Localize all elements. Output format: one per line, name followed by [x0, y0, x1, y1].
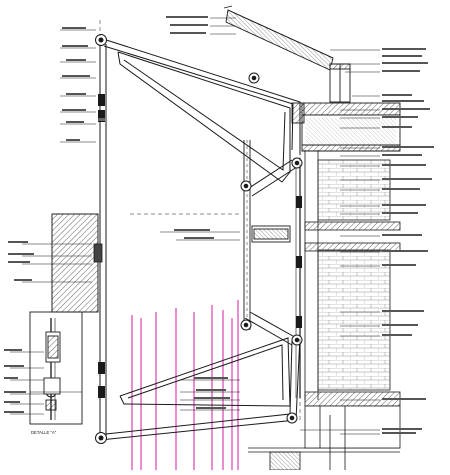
ground-structure: [248, 405, 401, 471]
exterior-wall: [295, 150, 401, 407]
magenta-guide-lines: [131, 300, 239, 470]
detail-a-label: DETALLE "A": [31, 430, 57, 435]
lower-frame: [99, 311, 301, 441]
annotation-text-marks-top: [166, 16, 230, 409]
annotations-left: [10, 29, 96, 415]
vertical-mullion: [243, 140, 291, 330]
left-wall-block: [51, 213, 103, 313]
annotations-right: [300, 49, 380, 435]
roof-cap: [223, 5, 351, 103]
annotations-top: [160, 17, 240, 411]
annotation-text-marks-left: [4, 27, 90, 413]
detail-a-box: [29, 311, 83, 425]
annotation-text-marks-right: [382, 48, 434, 434]
centerlines: [99, 20, 301, 420]
mullion-bolts: [98, 94, 302, 398]
